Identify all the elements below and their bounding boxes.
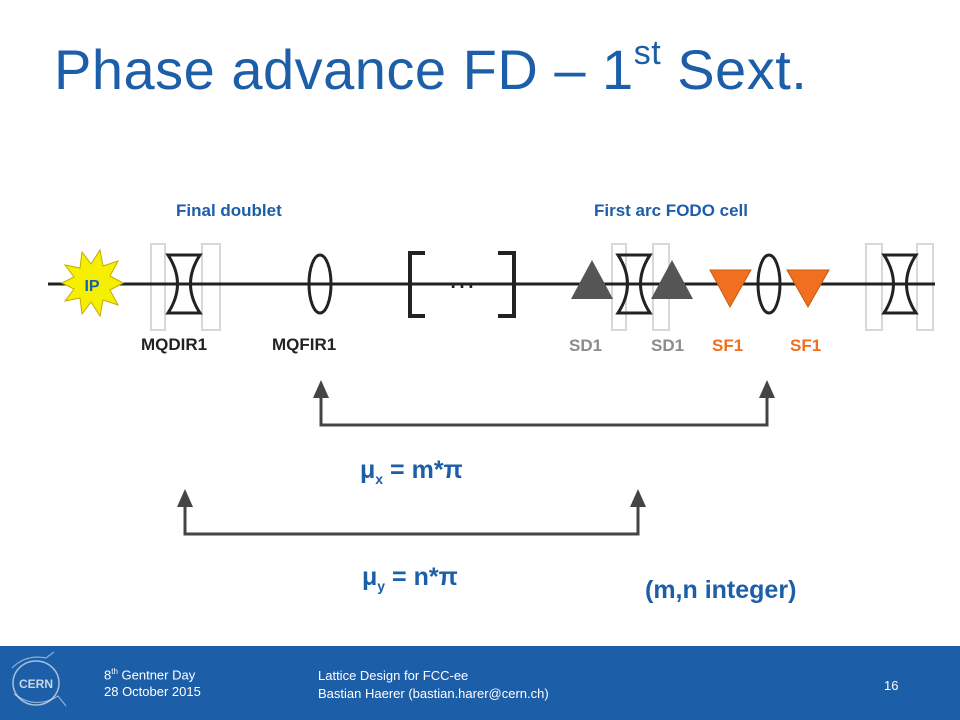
slide-title-main: Phase advance FD – 1 — [54, 38, 634, 101]
defocusing-quad-arc-2 — [881, 253, 919, 315]
footer-talk-title: Lattice Design for FCC-ee — [318, 668, 469, 683]
mu-x-rest: = m*π — [383, 456, 463, 484]
sd1-label-2: SD1 — [651, 336, 685, 355]
ellipsis-text: … — [448, 263, 476, 294]
ip-label: IP — [84, 278, 99, 295]
footer-event-sup: th — [111, 667, 118, 676]
mu-y-arrowhead-right — [630, 489, 646, 507]
mu-x-arrow-line — [319, 398, 769, 427]
mu-y-subscript: y — [377, 578, 386, 594]
footer-event-rest: Gentner Day — [117, 667, 196, 683]
mu-x-subscript: x — [375, 471, 384, 487]
sd1-triangle-1 — [571, 260, 613, 299]
focusing-quad-arc — [756, 253, 782, 315]
defocusing-quad-mqdir1 — [165, 253, 203, 315]
outline-box — [201, 243, 221, 331]
slide-title-rest: Sext. — [661, 38, 808, 101]
slide-title: Phase advance FD – 1st Sext. — [54, 36, 807, 98]
first-arc-fodo-label: First arc FODO cell — [594, 201, 748, 220]
ip-starburst — [60, 248, 125, 318]
mu-x-symbol: μ — [360, 456, 376, 484]
cern-logo-icon: CERN — [11, 651, 67, 707]
outline-box — [865, 243, 883, 331]
mqfir1-label: MQFIR1 — [272, 335, 337, 354]
sd1-label-1: SD1 — [569, 336, 603, 355]
sf1-triangle-1 — [709, 269, 752, 309]
mu-y-equation: μy = n*π — [362, 563, 458, 594]
outline-box — [916, 243, 934, 331]
mu-y-rest: = n*π — [385, 563, 458, 591]
focusing-quad-mqfir1 — [307, 253, 333, 315]
sf1-triangle-2 — [786, 269, 830, 309]
mu-x-arrowhead-right — [759, 380, 775, 398]
outline-box — [150, 243, 166, 331]
slide-title-superscript: st — [633, 34, 662, 72]
mu-y-symbol: μ — [362, 563, 378, 591]
mqdir1-label: MQDIR1 — [141, 335, 208, 354]
mu-y-arrow-line — [183, 507, 640, 536]
footer-bar: CERN 8th Gentner Day 28 October 2015 Lat… — [0, 646, 960, 720]
footer-event: 8th Gentner Day — [104, 663, 195, 684]
final-doublet-label: Final doublet — [176, 201, 282, 220]
integer-note: (m,n integer) — [645, 576, 797, 604]
sf1-label-2: SF1 — [790, 336, 822, 355]
left-bracket — [408, 251, 425, 318]
lattice-diagram: IP … — [48, 243, 935, 536]
sf1-label-1: SF1 — [712, 336, 744, 355]
sd1-triangle-2 — [651, 260, 693, 299]
footer-date: 28 October 2015 — [104, 684, 201, 699]
mu-x-arrowhead-left — [313, 380, 329, 398]
footer-page-number: 16 — [884, 678, 899, 693]
defocusing-quad-arc-1 — [615, 253, 653, 315]
cern-logo-text: CERN — [19, 677, 53, 691]
footer-author: Bastian Haerer (bastian.harer@cern.ch) — [318, 686, 549, 701]
mu-x-equation: μx = m*π — [360, 456, 463, 487]
magnet-outline-boxes — [150, 243, 934, 331]
mu-y-arrowhead-left — [177, 489, 193, 507]
footer-event-number: 8 — [104, 667, 112, 683]
right-bracket — [498, 251, 516, 318]
